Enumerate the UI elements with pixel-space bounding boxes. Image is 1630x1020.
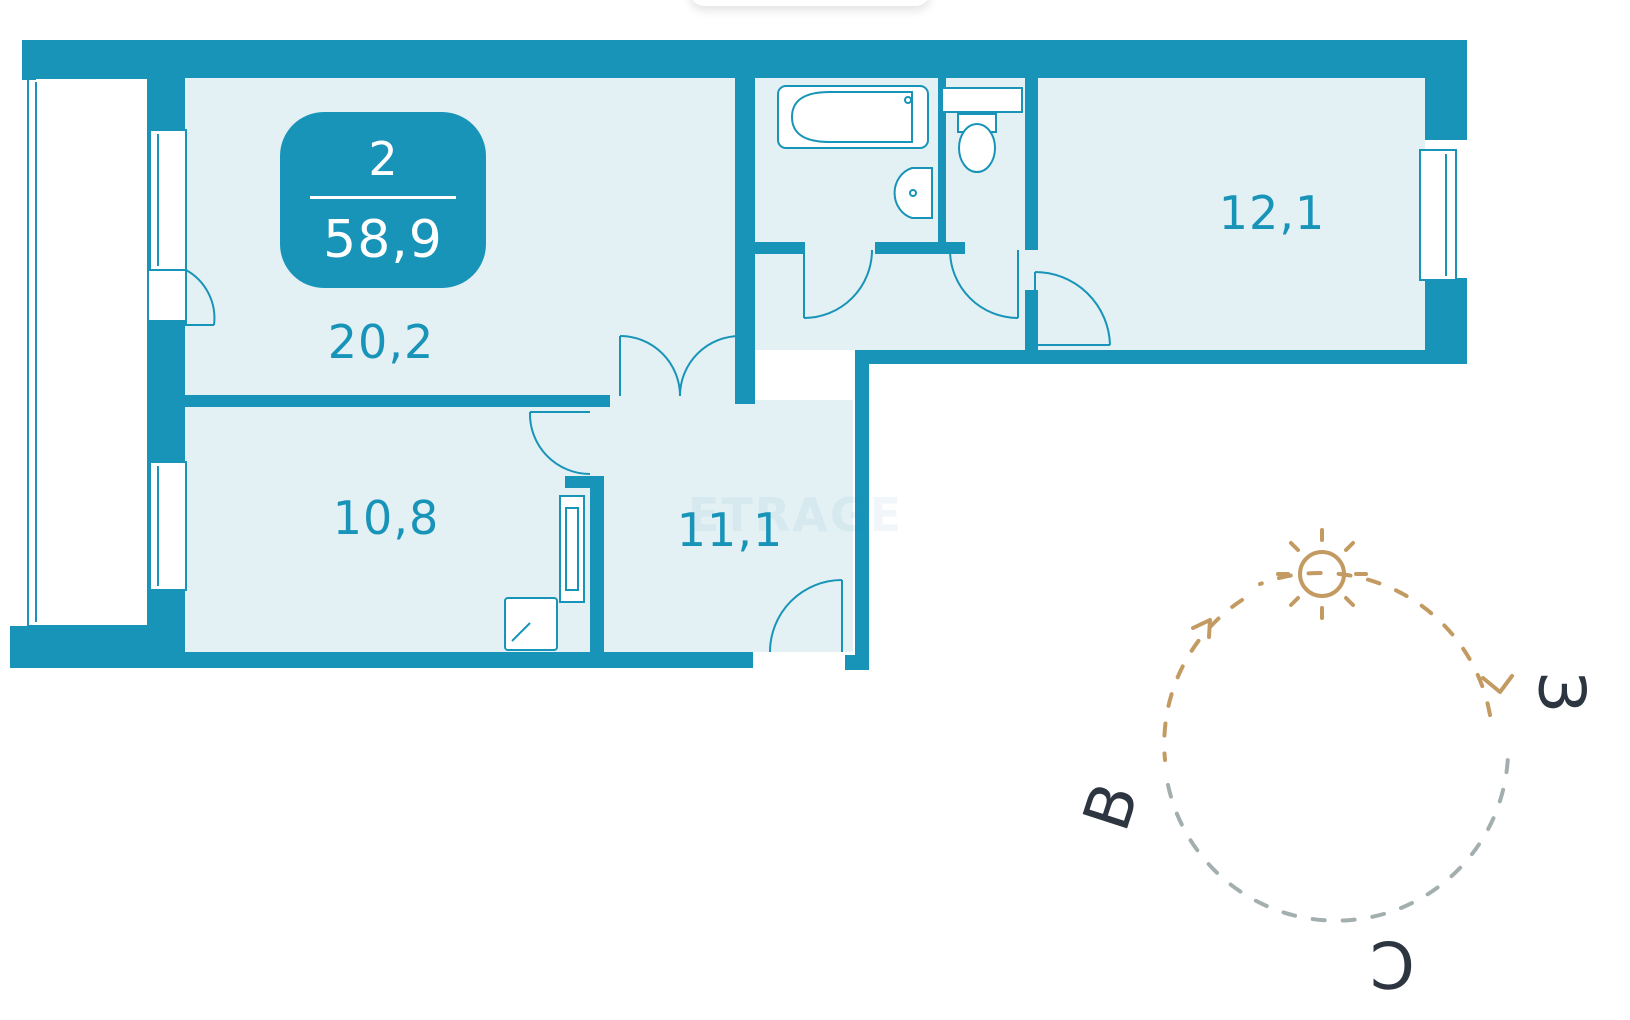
room-area-bedroom-right: 12,1 — [1218, 186, 1326, 240]
fixtures — [504, 85, 1023, 651]
room-area-bedroom-left: 10,8 — [332, 491, 440, 545]
doors — [185, 249, 1111, 653]
watermark-text: ETRAGE — [688, 488, 904, 542]
room-area-living: 20,2 — [327, 315, 435, 369]
sun-path-arc — [1162, 570, 1510, 923]
rooms-count: 2 — [368, 132, 398, 186]
top-tab — [690, 0, 930, 6]
compass-north-letter: С — [1370, 926, 1415, 1000]
sun-arrow-heads — [1191, 618, 1514, 694]
total-area: 58,9 — [323, 210, 443, 270]
windows — [149, 129, 1457, 591]
room-area-hallway: 11,1 — [676, 503, 784, 557]
room-fills — [185, 78, 1425, 652]
badge-divider — [310, 196, 456, 199]
walls — [10, 40, 1467, 670]
apartment-badge: 2 58,9 — [280, 112, 486, 288]
compass-west-letter: З — [1523, 671, 1598, 713]
